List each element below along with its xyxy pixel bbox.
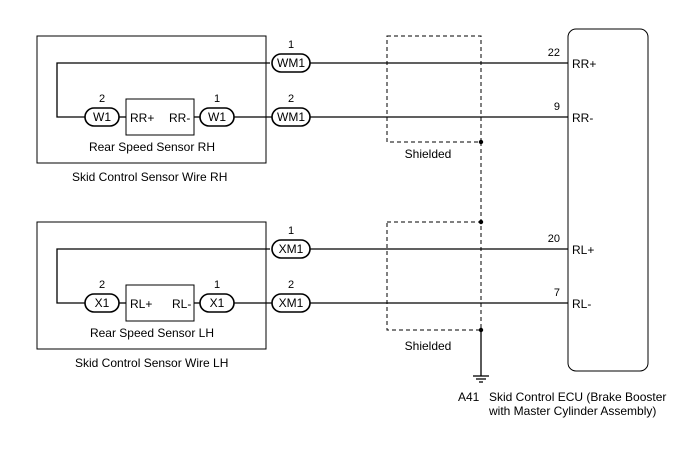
sensor-wire-lh-label: Skid Control Sensor Wire LH (75, 356, 228, 370)
rear-speed-sensor-rh (125, 98, 195, 136)
rh-right-connector (199, 107, 235, 127)
sensor-lh-name: Rear Speed Sensor LH (90, 326, 214, 340)
ecu-pin-20-number: 20 (548, 233, 560, 245)
lh-left-connector (84, 293, 120, 313)
xm1-bottom-connector-label: XM1 (279, 296, 304, 310)
sensor-rh-name: Rear Speed Sensor RH (89, 140, 215, 154)
rear-speed-sensor-lh (125, 284, 195, 322)
lh-left-connector-label: X1 (95, 296, 110, 310)
xm1-top-pin: 1 (288, 225, 294, 237)
rh-loop-wire (56, 62, 270, 118)
wm1-top-pin: 1 (288, 39, 294, 51)
ecu-name-line2: with Master Cylinder Assembly) (488, 404, 656, 418)
ecu-pin-7-name: RL- (572, 297, 591, 311)
ecu-pin-22-name: RR+ (572, 57, 596, 71)
sensor-lh-minus-label: RL- (172, 297, 191, 311)
lh-right-connector-pin: 1 (214, 279, 220, 291)
rh-left-connector-label: W1 (93, 110, 111, 124)
shield-bottom-label: Shielded (405, 339, 452, 353)
wm1-bottom-pin: 2 (288, 93, 294, 105)
lh-right-connector (199, 293, 235, 313)
ecu-pin-9-name: RR- (572, 111, 593, 125)
sensor-wire-rh-label: Skid Control Sensor Wire RH (72, 170, 227, 184)
lh-right-connector-label: X1 (210, 296, 225, 310)
rh-right-connector-pin: 1 (214, 93, 220, 105)
shield-bottom-splice (478, 327, 484, 333)
lh-left-connector-pin: 2 (99, 279, 105, 291)
sensor-rh-plus-label: RR+ (130, 111, 154, 125)
rh-left-connector-pin: 2 (99, 93, 105, 105)
sensor-rh-minus-label: RR- (169, 111, 190, 125)
shield-mid-splice (478, 219, 484, 225)
rh-right-connector-label: W1 (208, 110, 226, 124)
rh-left-connector (84, 107, 120, 127)
sensor-wire-rh-box (36, 35, 267, 164)
ecu-name-line1: Skid Control ECU (Brake Booster (489, 390, 666, 404)
sensor-wire-lh-box (36, 221, 267, 350)
wm1-bottom-connector-label: WM1 (277, 110, 305, 124)
ecu-pin-22-number: 22 (548, 47, 560, 59)
ecu-pin-9-number: 9 (554, 101, 560, 113)
skid-control-ecu-box (567, 28, 649, 372)
ecu-pin-7-number: 7 (554, 287, 560, 299)
ground-icon (473, 375, 489, 383)
ecu-pin-20-name: RL+ (572, 243, 594, 257)
wm1-top-connector-label: WM1 (277, 56, 305, 70)
shield-bottom (386, 221, 482, 331)
xm1-top-connector-label: XM1 (279, 242, 304, 256)
shield-top-splice (478, 139, 484, 145)
shield-top-label: Shielded (405, 147, 452, 161)
ecu-code: A41 (458, 390, 480, 404)
sensor-lh-plus-label: RL+ (130, 297, 152, 311)
lh-loop-wire (56, 248, 270, 304)
xm1-bottom-pin: 2 (288, 279, 294, 291)
shield-top (386, 35, 482, 143)
